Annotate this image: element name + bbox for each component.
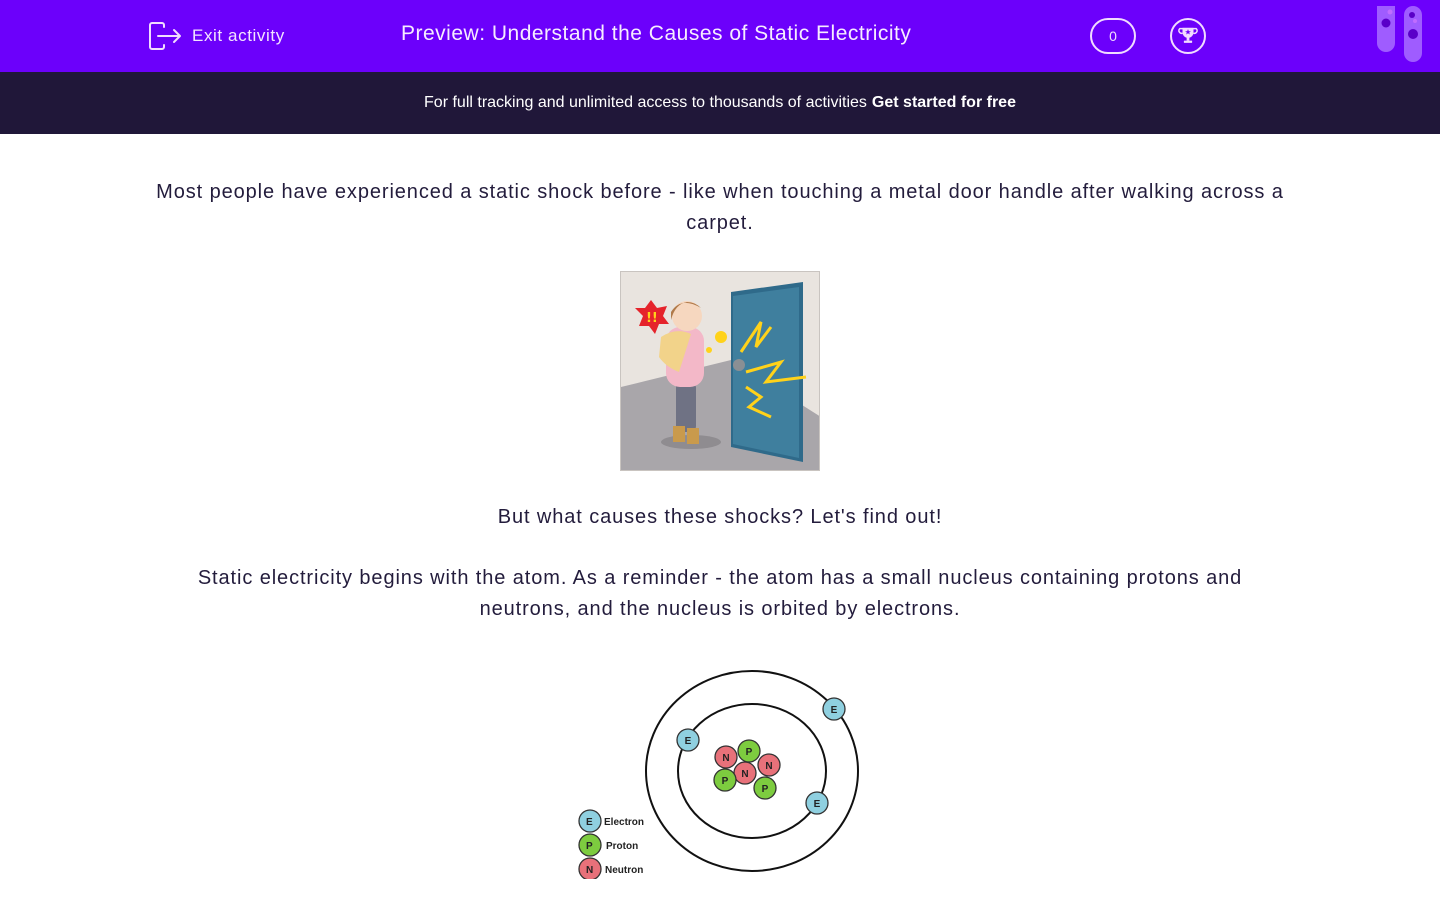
test-tubes-logo-icon xyxy=(1377,6,1422,62)
exit-activity-label: Exit activity xyxy=(192,26,285,45)
svg-text:Electron: Electron xyxy=(604,817,644,828)
svg-text:Proton: Proton xyxy=(606,841,638,852)
atom-paragraph: Static electricity begins with the atom.… xyxy=(197,567,1243,620)
static-shock-illustration: !! xyxy=(620,271,820,471)
page-title: Preview: Understand the Causes of Static… xyxy=(401,22,912,45)
trophy-icon xyxy=(1178,27,1198,43)
trophy-button[interactable] xyxy=(1170,18,1206,54)
svg-text:P: P xyxy=(586,841,593,852)
score-badge: 0 xyxy=(1090,18,1136,54)
svg-text:N: N xyxy=(765,761,772,772)
svg-text:E: E xyxy=(586,817,593,828)
svg-text:E: E xyxy=(831,705,838,716)
spark-icon xyxy=(739,321,807,419)
svg-text:N: N xyxy=(586,865,593,876)
svg-text:P: P xyxy=(762,784,769,795)
svg-text:P: P xyxy=(722,776,729,787)
get-started-link[interactable]: Get started for free xyxy=(871,94,1016,111)
exit-icon xyxy=(149,22,181,50)
svg-text:E: E xyxy=(685,736,692,747)
svg-text:Neutron: Neutron xyxy=(605,865,643,876)
svg-text:N: N xyxy=(741,769,748,780)
exit-activity-button[interactable]: Exit activity xyxy=(148,20,285,52)
atom-diagram: N P N N P P E E E E Electron P Proton N … xyxy=(575,664,865,881)
svg-text:N: N xyxy=(722,753,729,764)
electrons: E E E xyxy=(676,697,846,815)
score-value: 0 xyxy=(1109,28,1117,44)
legend: E Electron P Proton N Neutron xyxy=(578,809,644,881)
signup-banner: For full tracking and unlimited access t… xyxy=(0,72,1440,134)
nucleus: N P N N P P xyxy=(713,739,781,800)
svg-text:!!: !! xyxy=(646,311,658,326)
banner-text: For full tracking and unlimited access t… xyxy=(424,94,867,111)
question-paragraph: But what causes these shocks? Let's find… xyxy=(497,506,943,528)
svg-text:E: E xyxy=(814,799,821,810)
top-bar: Exit activity Preview: Understand the Ca… xyxy=(0,0,1440,72)
svg-text:P: P xyxy=(746,747,753,758)
intro-paragraph: Most people have experienced a static sh… xyxy=(156,181,1284,234)
